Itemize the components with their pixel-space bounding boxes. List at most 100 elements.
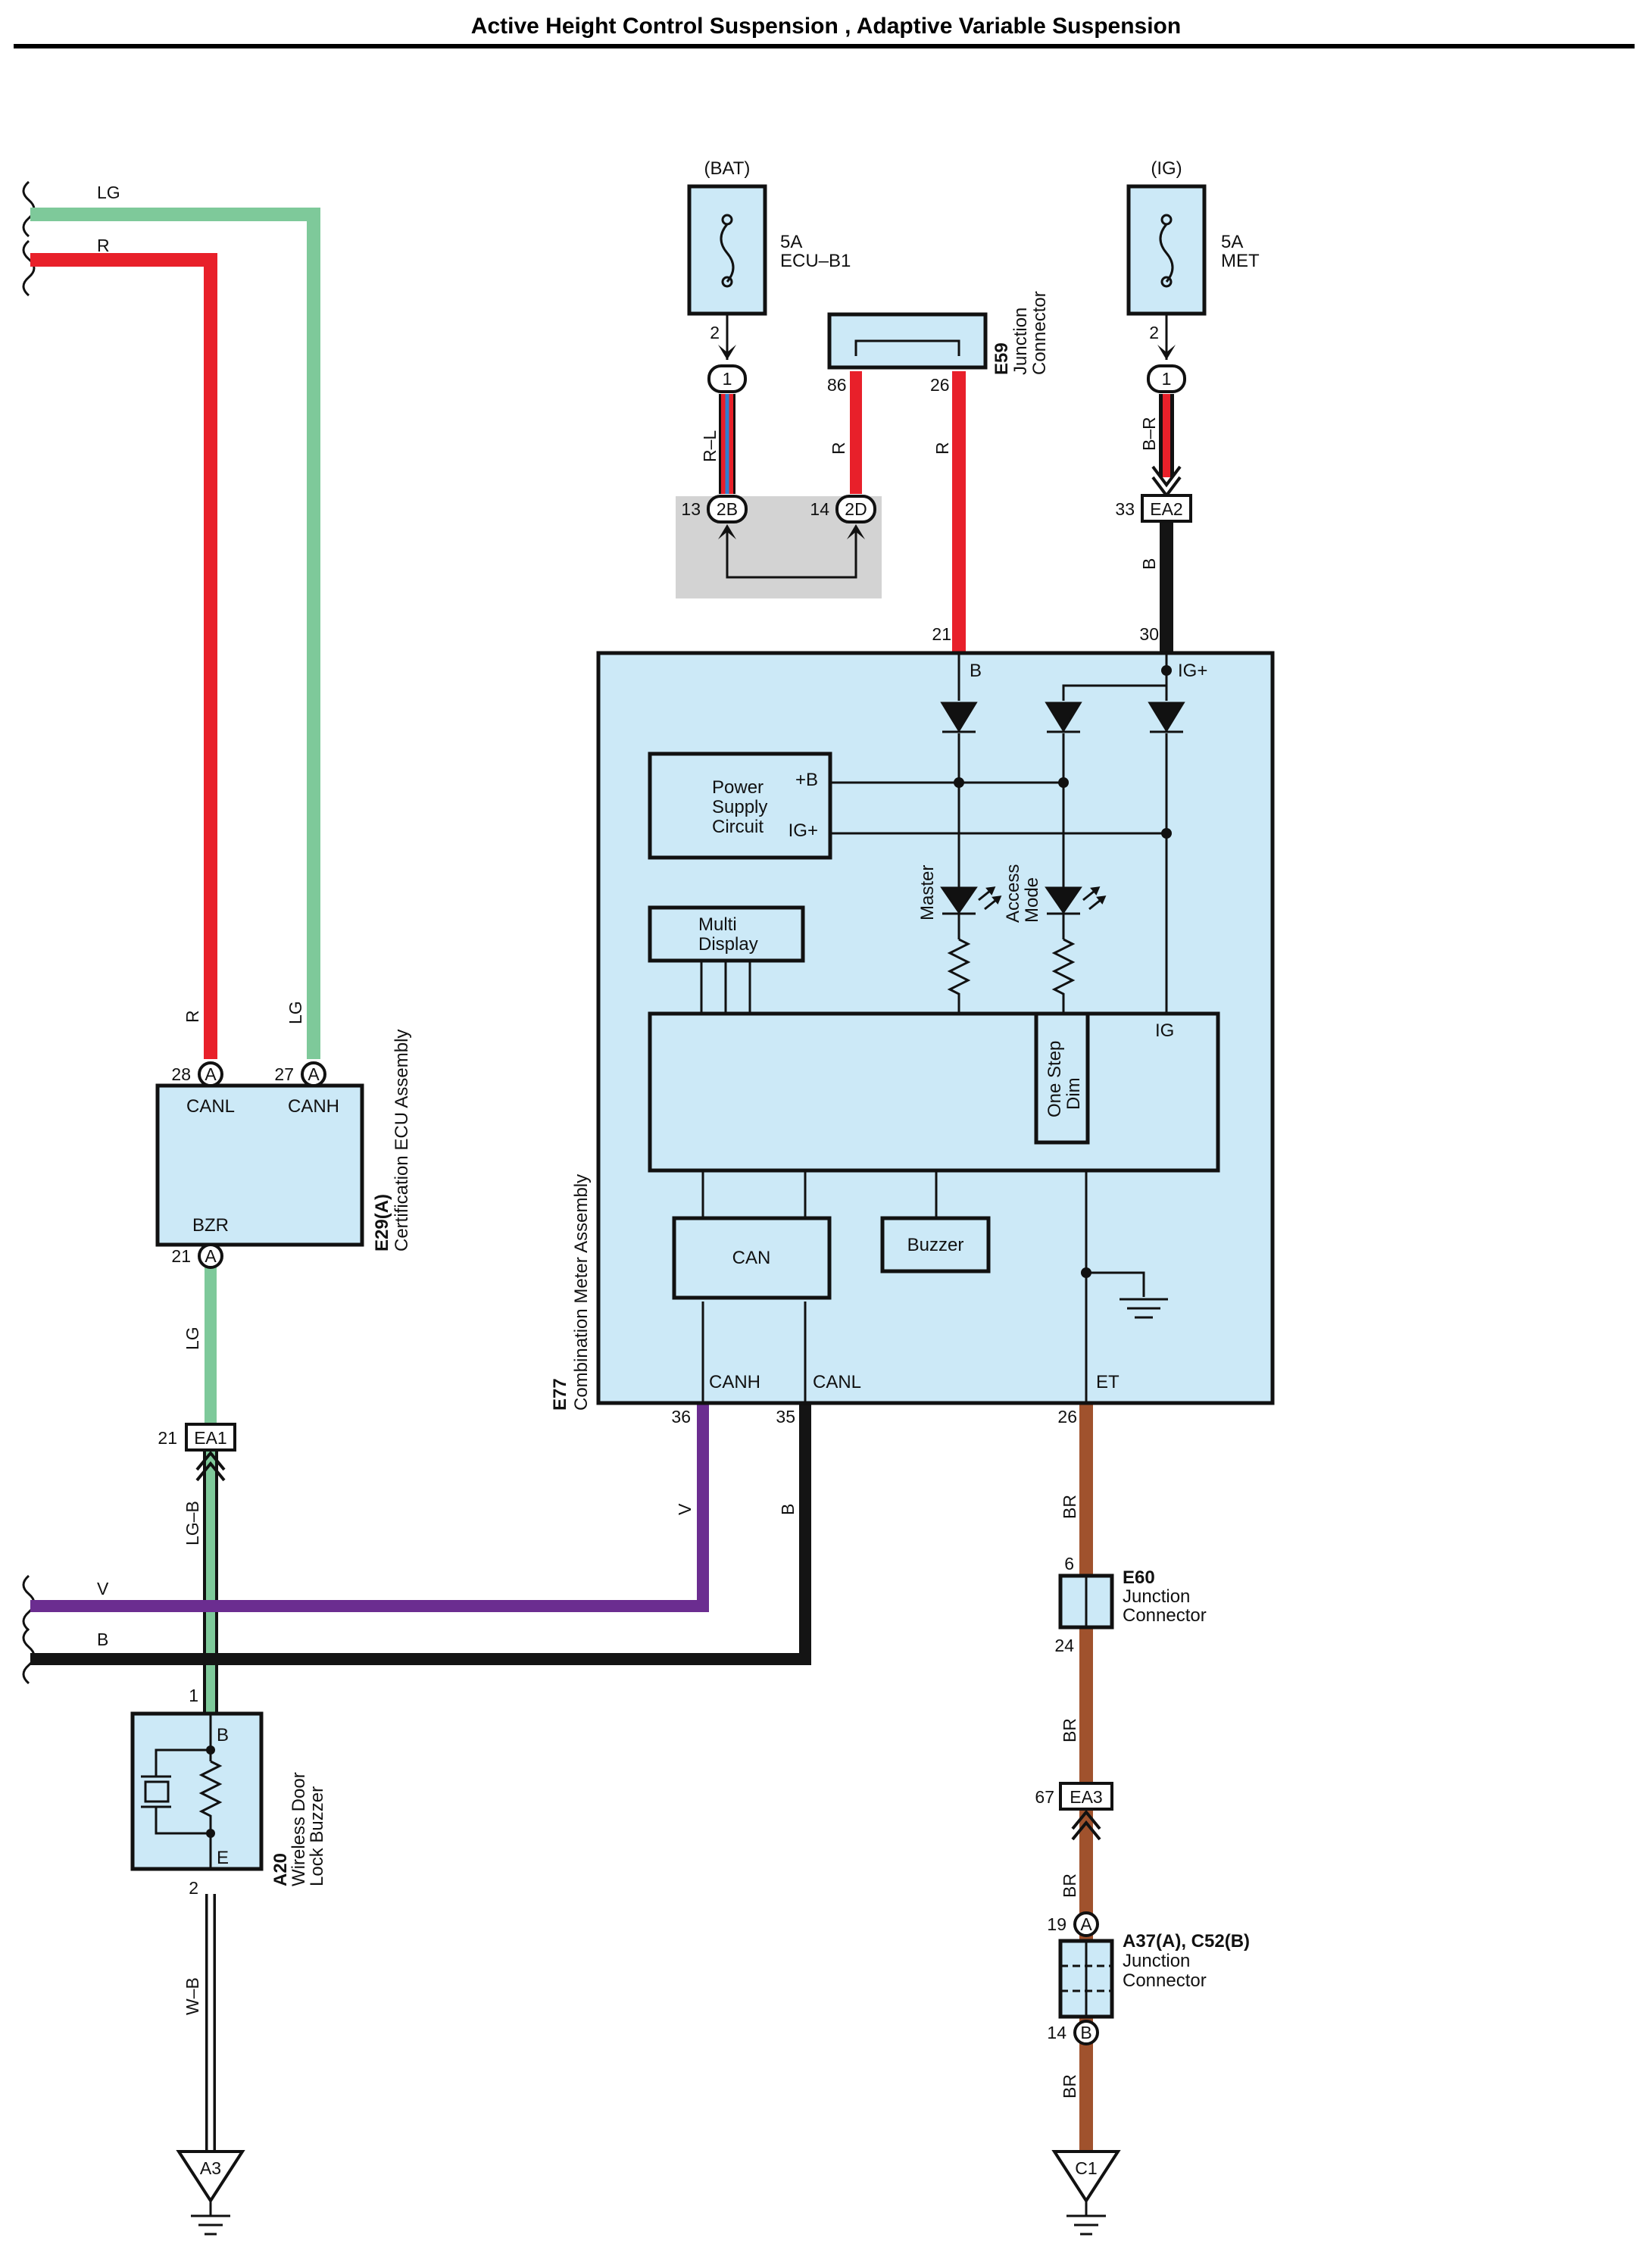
- ea2-connector: EA2 33: [1115, 465, 1192, 523]
- svg-text:2: 2: [1149, 323, 1159, 342]
- svg-text:Circuit: Circuit: [712, 817, 764, 837]
- svg-text:33: 33: [1115, 499, 1135, 519]
- wirecode-br-4: BR: [1060, 2074, 1079, 2098]
- svg-text:Connector: Connector: [1123, 1970, 1207, 1991]
- svg-text:A: A: [1080, 1914, 1092, 1934]
- wirecode-lg-b: LG–B: [183, 1501, 202, 1545]
- svg-text:B: B: [970, 661, 982, 681]
- svg-text:2: 2: [189, 1878, 198, 1898]
- wirecode-w-b: W–B: [183, 1977, 202, 2015]
- svg-text:B: B: [217, 1725, 229, 1745]
- svg-text:26: 26: [1057, 1407, 1077, 1427]
- svg-text:5A: 5A: [1221, 232, 1243, 252]
- svg-text:+B: +B: [795, 770, 818, 790]
- wirecode-br-3: BR: [1060, 1873, 1079, 1898]
- e77-combination-meter: 21 30 B IG+ E77 Combination Meter Assemb…: [550, 624, 1275, 1427]
- svg-text:ET: ET: [1096, 1372, 1120, 1392]
- svg-text:E77: E77: [550, 1378, 570, 1411]
- wirecode-lg-mid: LG: [286, 1001, 305, 1024]
- svg-text:21: 21: [932, 624, 951, 644]
- fuse-ig: (IG) 5A MET 2 1: [1126, 158, 1260, 393]
- svg-text:2: 2: [710, 323, 720, 342]
- svg-text:5A: 5A: [780, 232, 802, 252]
- e29-certification-ecu: A A A 28 27 21 CANL CANH BZR E29(A) Cert…: [155, 1030, 412, 1269]
- svg-text:A: A: [205, 1064, 217, 1084]
- diode-icons: [940, 702, 1185, 733]
- junction-block: 2B 13 2D 14: [676, 495, 882, 598]
- svg-text:IG+: IG+: [1178, 661, 1207, 681]
- svg-text:Connector: Connector: [1123, 1605, 1207, 1626]
- svg-text:CANH: CANH: [709, 1372, 760, 1392]
- svg-text:1: 1: [723, 369, 732, 389]
- svg-text:BZR: BZR: [192, 1215, 229, 1236]
- wirecode-lg-bzr: LG: [183, 1327, 202, 1350]
- svg-text:A3: A3: [200, 2158, 221, 2178]
- svg-text:A37(A), C52(B): A37(A), C52(B): [1123, 1931, 1250, 1952]
- wirecode-r-26: R: [932, 442, 952, 455]
- wirecode-r-l: R–L: [700, 430, 720, 462]
- wire-break-marks: [22, 180, 36, 1685]
- svg-text:Power: Power: [712, 777, 764, 798]
- page-title: Active Height Control Suspension , Adapt…: [470, 14, 1182, 39]
- wirecode-v-left: V: [97, 1579, 109, 1598]
- svg-text:24: 24: [1054, 1636, 1074, 1655]
- wirecode-br-2: BR: [1060, 1718, 1079, 1742]
- wirecode-r-86: R: [829, 442, 848, 455]
- svg-text:Lock Buzzer: Lock Buzzer: [307, 1786, 327, 1886]
- svg-text:2D: 2D: [845, 499, 867, 519]
- svg-text:14: 14: [1047, 2023, 1066, 2042]
- wire-lg-can: [30, 208, 320, 1059]
- resistor-icons: [947, 938, 1076, 996]
- wirecode-b-r: B–R: [1139, 417, 1159, 451]
- svg-text:13: 13: [681, 499, 701, 519]
- svg-text:Master: Master: [917, 865, 938, 920]
- svg-text:Certification ECU Assembly: Certification ECU Assembly: [392, 1030, 412, 1252]
- svg-text:21: 21: [158, 1428, 177, 1448]
- e60-junction-connector: 6 24 E60 Junction Connector: [1054, 1554, 1206, 1655]
- svg-text:67: 67: [1035, 1787, 1054, 1807]
- svg-text:E60: E60: [1123, 1567, 1155, 1588]
- e59-junction-connector: 86 26 E59 Junction Connector: [827, 291, 1050, 395]
- svg-text:E: E: [217, 1848, 229, 1868]
- svg-text:Junction: Junction: [1123, 1951, 1190, 1971]
- svg-text:Wireless Door: Wireless Door: [289, 1772, 309, 1886]
- svg-text:Junction: Junction: [1010, 308, 1031, 375]
- svg-text:26: 26: [930, 375, 950, 395]
- led-icons: [940, 886, 1107, 915]
- svg-text:MET: MET: [1221, 251, 1260, 271]
- ea3-connector: EA3 67: [1035, 1782, 1113, 1841]
- svg-text:A: A: [205, 1246, 217, 1266]
- svg-text:Access: Access: [1003, 864, 1023, 923]
- wirecode-r-left: R: [97, 236, 110, 255]
- svg-text:2B: 2B: [717, 499, 738, 519]
- wirecode-b: B: [778, 1504, 798, 1515]
- svg-text:14: 14: [810, 499, 829, 519]
- wirecode-br-1: BR: [1060, 1495, 1079, 1519]
- svg-text:35: 35: [776, 1407, 795, 1427]
- wire-r-can: [30, 253, 217, 1059]
- svg-text:1: 1: [1162, 369, 1172, 389]
- svg-text:Multi: Multi: [698, 914, 737, 935]
- a20-wireless-door-lock-buzzer: 1 2 B E A20 Wireless Door Lock Buzzer: [130, 1686, 327, 1898]
- svg-text:Combination Meter Assembly: Combination Meter Assembly: [571, 1174, 592, 1411]
- wirecode-r-mid: R: [183, 1010, 202, 1023]
- wirecode-v: V: [675, 1503, 695, 1515]
- svg-text:27: 27: [274, 1064, 294, 1084]
- svg-text:EA2: EA2: [1150, 499, 1182, 519]
- ea1-connector: EA1 21: [158, 1423, 236, 1482]
- svg-text:1: 1: [189, 1686, 198, 1705]
- svg-text:IG: IG: [1155, 1020, 1174, 1041]
- svg-text:36: 36: [671, 1407, 691, 1427]
- svg-text:Junction: Junction: [1123, 1586, 1190, 1607]
- svg-text:ECU–B1: ECU–B1: [780, 251, 851, 271]
- svg-text:6: 6: [1064, 1554, 1074, 1573]
- ground-icon-c1: C1: [1051, 2150, 1121, 2236]
- svg-text:CANH: CANH: [288, 1096, 339, 1117]
- wire-b-canl: [30, 1394, 811, 1665]
- svg-text:Connector: Connector: [1029, 291, 1050, 375]
- svg-text:Buzzer: Buzzer: [907, 1235, 964, 1255]
- svg-text:EA3: EA3: [1070, 1787, 1102, 1807]
- svg-text:Dim: Dim: [1063, 1077, 1084, 1110]
- svg-text:Display: Display: [698, 934, 758, 955]
- svg-text:B: B: [1080, 2023, 1091, 2042]
